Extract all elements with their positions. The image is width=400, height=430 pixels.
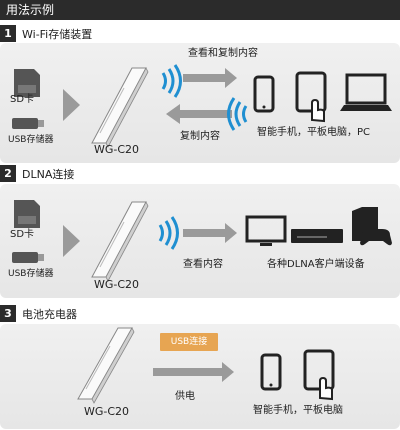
- wg-c20-device-icon: [91, 201, 149, 282]
- chevron-right-icon: [63, 225, 80, 257]
- media-player-icon: [291, 229, 343, 243]
- usb-drive-icon: [12, 252, 44, 263]
- section-battery-charger: 3 电池充电器 USB连接 供电 WG-C20 智能手机，平板电脑: [0, 305, 400, 430]
- section-number: 2: [0, 165, 16, 182]
- arrow-right-icon: [153, 362, 234, 382]
- wifi-storage-diagram: [12, 64, 392, 148]
- tablet-icon: [295, 71, 327, 123]
- device-label: WG-C20: [84, 405, 130, 418]
- wg-c20-device-icon: [77, 327, 135, 404]
- section-header: 3 电池充电器: [0, 305, 77, 322]
- device-label: WG-C20: [94, 143, 140, 156]
- device-label: WG-C20: [94, 278, 140, 291]
- wg-c20-device-icon: [91, 67, 149, 148]
- target-devices-label: 智能手机，平板电脑，PC: [257, 127, 371, 138]
- tablet-icon: [303, 349, 335, 401]
- section-number: 3: [0, 305, 16, 322]
- sd-card-label: SD卡: [10, 229, 35, 240]
- section-title: Wi-Fi存储装置: [22, 27, 93, 41]
- wifi-signal-icon: [161, 64, 182, 98]
- laptop-icon: [340, 73, 392, 111]
- sd-card-icon: [14, 69, 40, 97]
- power-supply-label: 供电: [175, 391, 195, 402]
- chevron-right-icon: [63, 89, 80, 121]
- page-title-bar: 用法示例: [0, 0, 400, 20]
- target-devices-label: 智能手机，平板电脑: [253, 405, 343, 416]
- dlna-clients-label: 各种DLNA客户端设备: [267, 259, 365, 270]
- view-content-label: 查看内容: [183, 259, 223, 270]
- sd-card-label: SD卡: [10, 94, 35, 105]
- copy-content-label: 复制内容: [180, 131, 220, 142]
- usb-drive-icon: [12, 118, 44, 129]
- section-title: DLNA连接: [22, 167, 75, 181]
- game-console-icon: [352, 207, 392, 246]
- wifi-signal-icon: [158, 216, 179, 250]
- section-wifi-storage: 1 Wi-Fi存储装置: [0, 25, 400, 165]
- monitor-icon: [245, 215, 287, 246]
- section-number: 1: [0, 25, 16, 42]
- section-title: 电池充电器: [22, 307, 77, 321]
- smartphone-icon: [253, 75, 275, 113]
- section-dlna: 2 DLNA连接: [0, 165, 400, 301]
- usb-drive-label: USB存储器: [8, 269, 54, 279]
- arrow-right-icon: [183, 68, 237, 88]
- charger-diagram: [77, 327, 335, 404]
- arrow-right-icon: [183, 223, 237, 243]
- usb-drive-label: USB存储器: [8, 135, 54, 145]
- wifi-signal-icon: [227, 97, 248, 131]
- section-header: 1 Wi-Fi存储装置: [0, 25, 92, 42]
- arrow-left-icon: [166, 104, 232, 124]
- page-title: 用法示例: [6, 3, 55, 17]
- smartphone-icon: [260, 353, 282, 391]
- view-copy-label: 查看和复制内容: [188, 48, 258, 59]
- sd-card-icon: [14, 200, 40, 228]
- usb-connection-badge: USB连接: [160, 333, 218, 351]
- section-header: 2 DLNA连接: [0, 165, 74, 182]
- dlna-diagram: [12, 200, 392, 282]
